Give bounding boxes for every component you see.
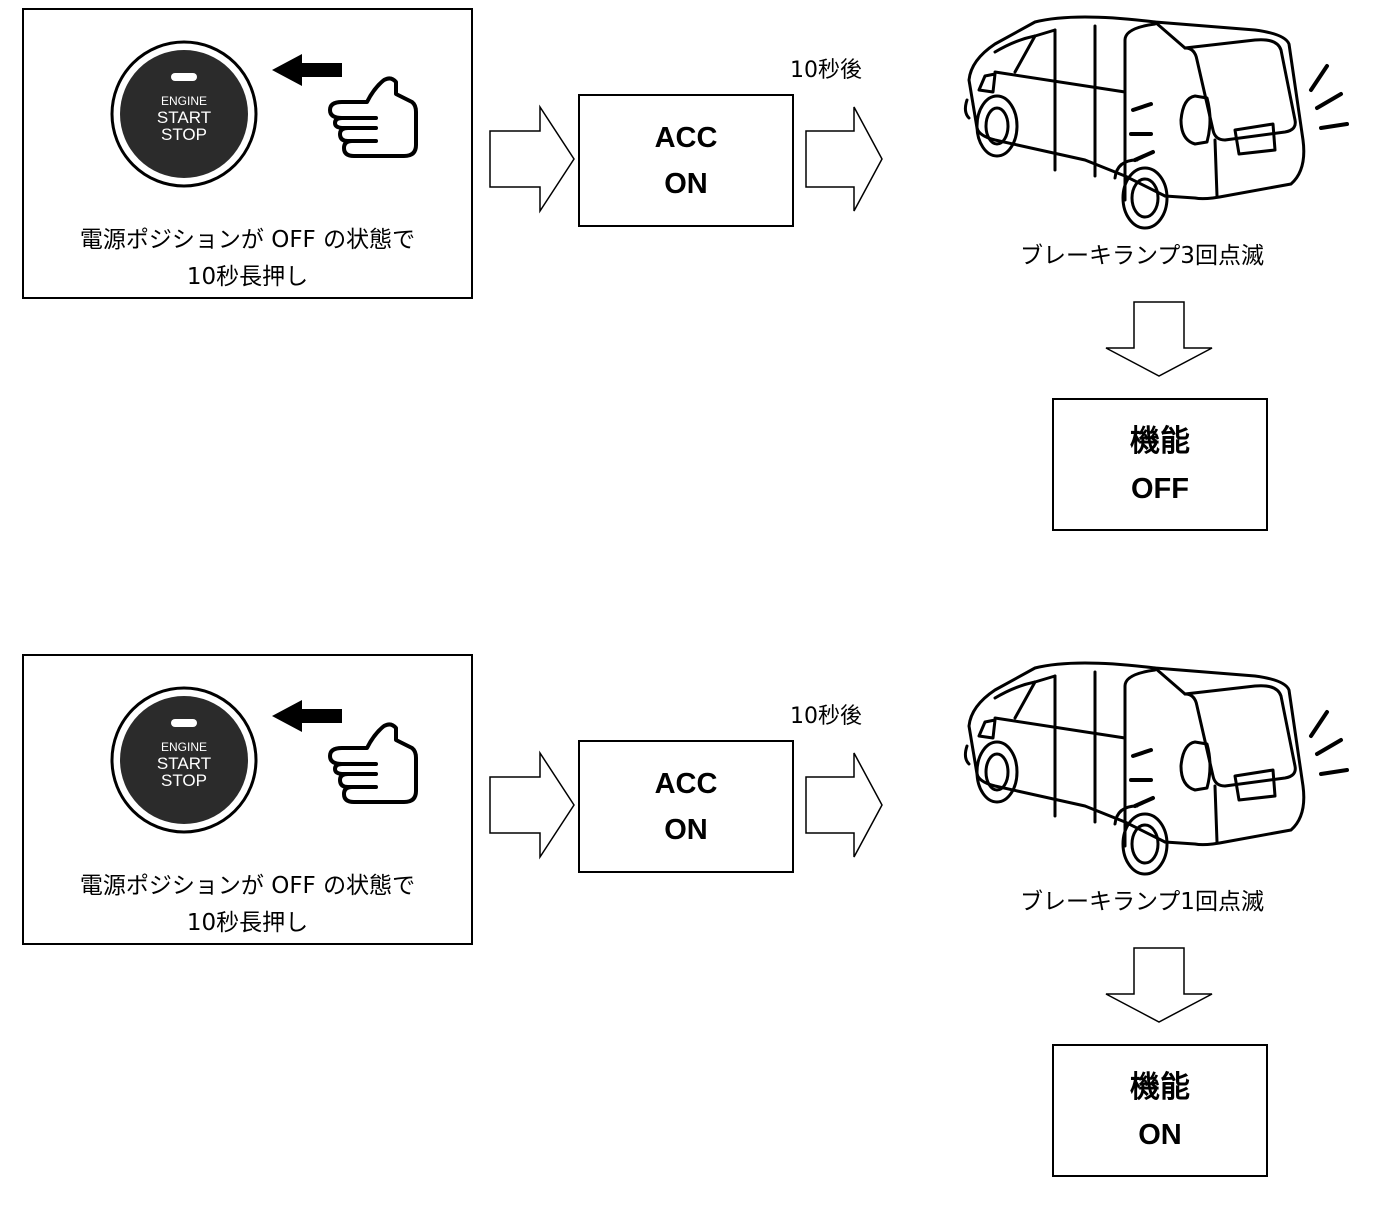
minivan-icon bbox=[963, 15, 1349, 230]
brake-lamp-label: ブレーキランプ3回点滅 bbox=[1020, 243, 1264, 269]
pointing-hand-icon bbox=[328, 722, 418, 804]
button-label-stop: STOP bbox=[161, 771, 207, 790]
down-hollow-arrow-icon bbox=[1105, 947, 1213, 1023]
down-hollow-arrow-icon bbox=[1105, 301, 1213, 377]
function-state-box: 機能 OFF bbox=[1052, 398, 1268, 531]
instruction-line-2: 10秒長押し bbox=[186, 264, 309, 290]
acc-on-box: ACC ON bbox=[578, 740, 794, 873]
instruction-panel: ENGINE START STOP 電源ポジションが OFF の状態で 10秒長… bbox=[22, 654, 473, 945]
function-state-box: 機能 ON bbox=[1052, 1044, 1268, 1177]
right-hollow-arrow-icon bbox=[489, 750, 575, 860]
acc-label: ACC bbox=[654, 767, 718, 800]
button-label-engine: ENGINE bbox=[161, 94, 207, 108]
left-arrow-icon bbox=[272, 54, 342, 86]
brake-lamp-label: ブレーキランプ1回点滅 bbox=[1020, 889, 1264, 915]
instruction-line-1: 電源ポジションが OFF の状態で bbox=[79, 227, 416, 253]
instruction-panel: ENGINE START STOP 電源ポジションが OFF の状態で 10秒長… bbox=[22, 8, 473, 299]
right-hollow-arrow-icon bbox=[489, 104, 575, 214]
acc-state: ON bbox=[664, 167, 708, 200]
acc-on-box: ACC ON bbox=[578, 94, 794, 227]
acc-label: ACC bbox=[654, 121, 718, 154]
delay-label: 10秒後 bbox=[790, 704, 862, 729]
right-hollow-arrow-icon bbox=[805, 106, 883, 212]
pointing-hand-icon bbox=[328, 76, 418, 158]
function-state: ON bbox=[1138, 1118, 1182, 1151]
power-button-icon: ENGINE START STOP bbox=[110, 40, 258, 188]
button-label-start: START bbox=[157, 754, 211, 773]
function-state: OFF bbox=[1131, 472, 1189, 505]
power-button-icon: ENGINE START STOP bbox=[110, 686, 258, 834]
left-arrow-icon bbox=[272, 700, 342, 732]
instruction-line-1: 電源ポジションが OFF の状態で bbox=[79, 873, 416, 899]
button-label-engine: ENGINE bbox=[161, 740, 207, 754]
button-label-stop: STOP bbox=[161, 125, 207, 144]
instruction-line-2: 10秒長押し bbox=[186, 910, 309, 936]
delay-label: 10秒後 bbox=[790, 58, 862, 83]
button-label-start: START bbox=[157, 108, 211, 127]
flow-row-1: ENGINE START STOP 電源ポジションが OFF の状態で 10秒長… bbox=[0, 0, 1382, 560]
flow-row-2: ENGINE START STOP 電源ポジションが OFF の状態で 10秒長… bbox=[0, 646, 1382, 1206]
function-label: 機能 bbox=[1130, 1069, 1190, 1105]
acc-state: ON bbox=[664, 813, 708, 846]
minivan-icon bbox=[963, 661, 1349, 876]
function-label: 機能 bbox=[1130, 423, 1190, 459]
right-hollow-arrow-icon bbox=[805, 752, 883, 858]
